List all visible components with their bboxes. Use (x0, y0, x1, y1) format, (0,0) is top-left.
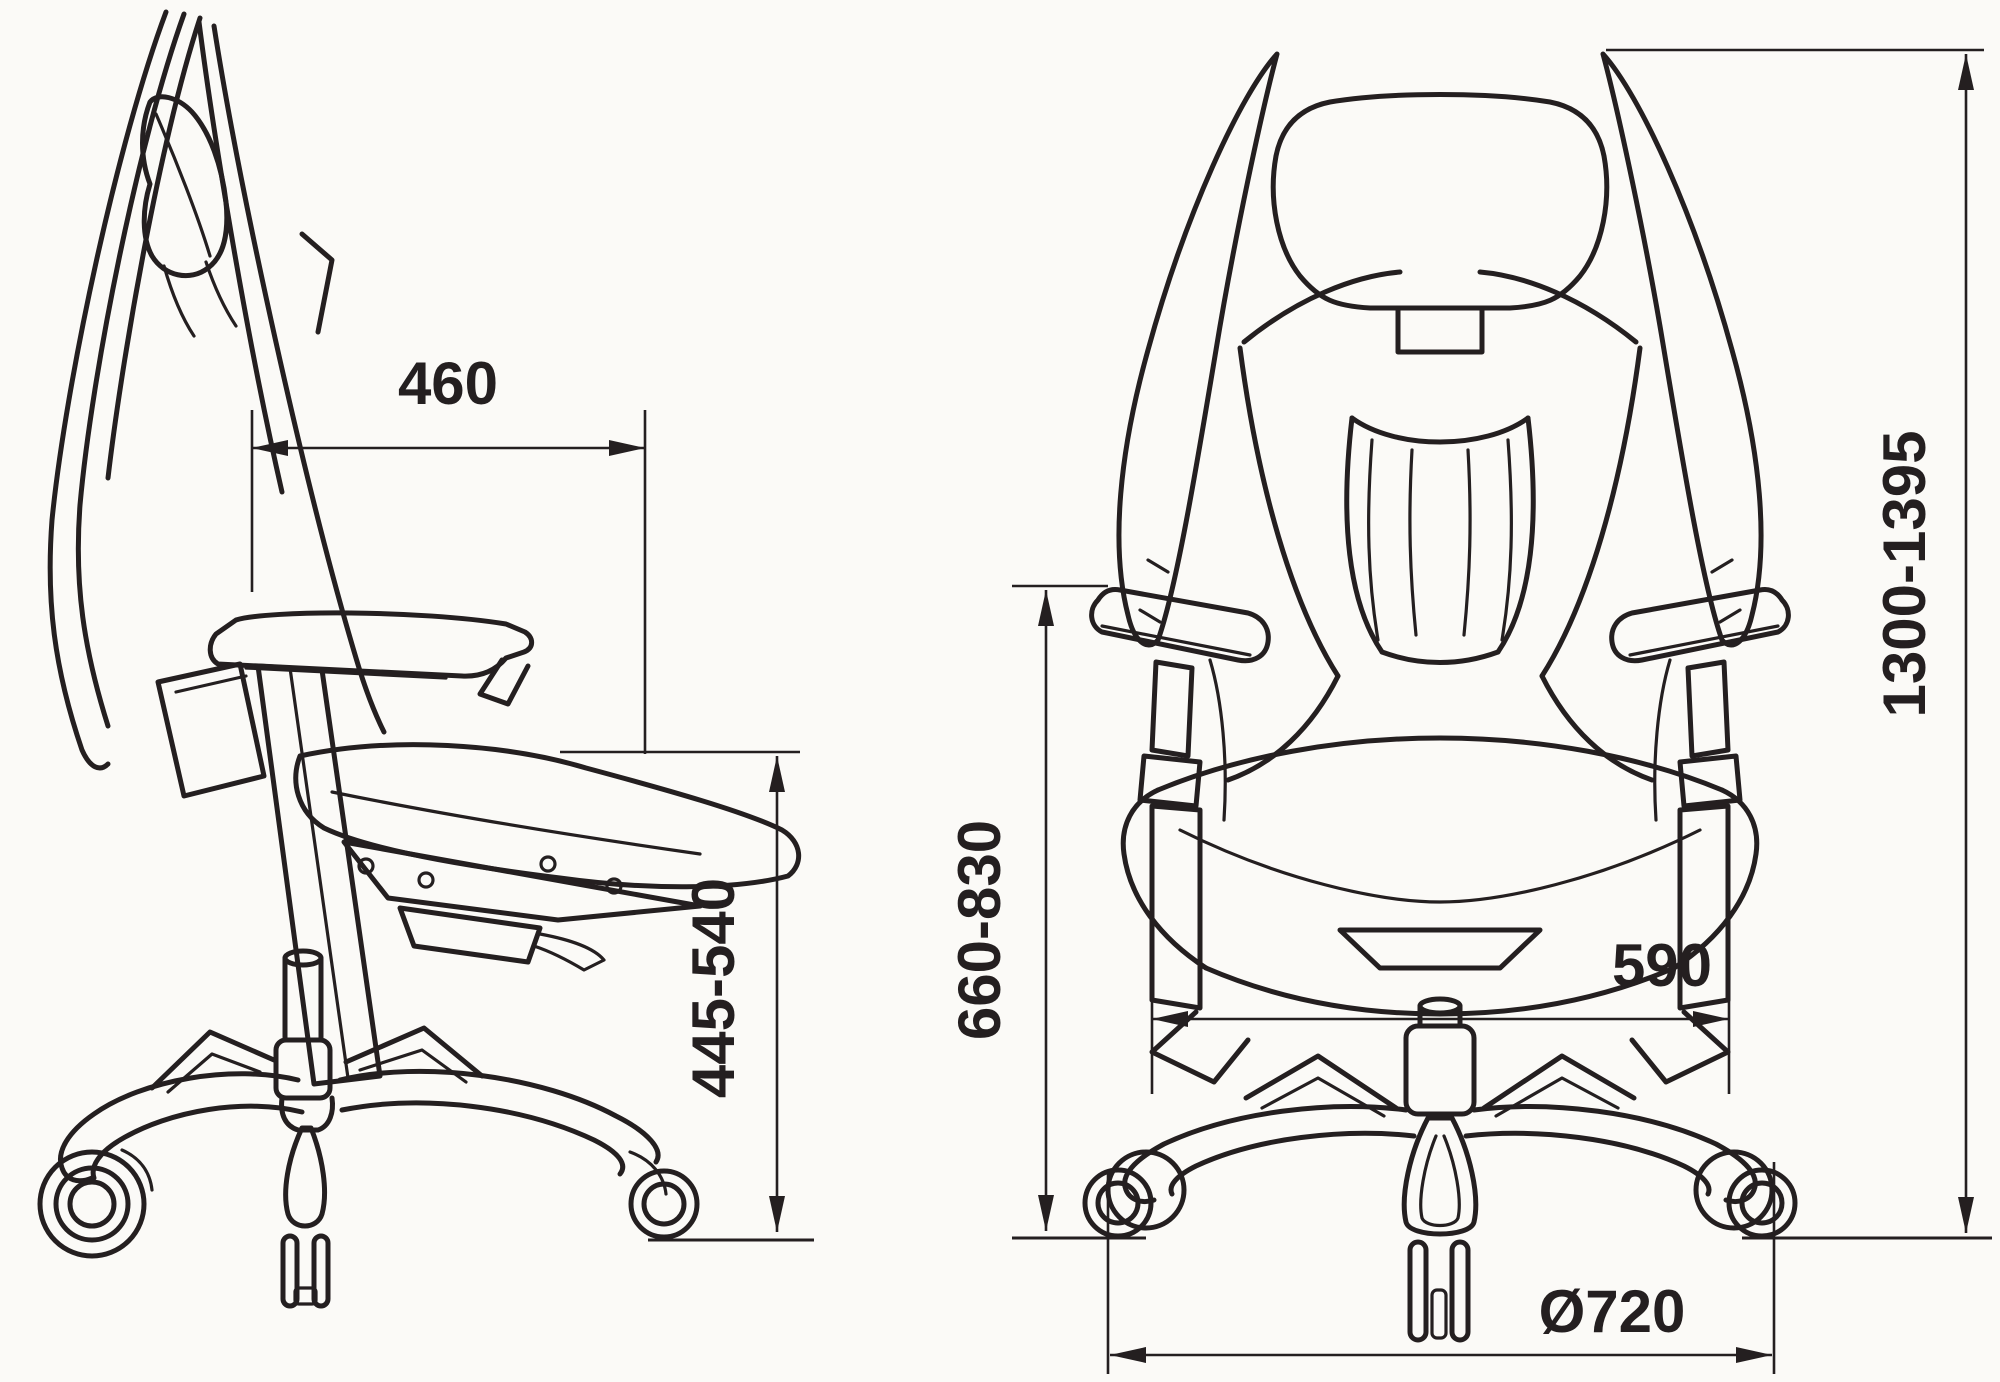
dim-seat-depth: 460 (250, 350, 647, 754)
side-base (58, 1025, 661, 1309)
side-casters (37, 1148, 700, 1259)
side-backrest (47, 9, 387, 771)
side-armrest (207, 610, 535, 1087)
side-mechanism (397, 905, 606, 972)
front-casters (1082, 1149, 1798, 1239)
dim-overall-height: 1300-1395 (1606, 48, 1984, 1233)
dim-label-base-diameter: Ø720 (1539, 1278, 1686, 1345)
front-headrest (1270, 92, 1610, 355)
dim-label-armrest-height: 660-830 (946, 820, 1013, 1040)
front-backrest (1225, 269, 1655, 783)
front-base (1122, 1053, 1758, 1343)
side-headrest (140, 94, 238, 338)
ground-lines (648, 1236, 1992, 1242)
dim-label-seat-width: 590 (1612, 932, 1712, 999)
chair-front-view (1082, 51, 1798, 1343)
front-armrest-right (1609, 587, 1791, 1011)
dim-seat-height: 445-540 (560, 750, 800, 1232)
dim-armrest-height: 660-830 (946, 584, 1108, 1231)
side-seat (293, 742, 802, 923)
dim-seat-width: 590 (1150, 932, 1731, 1094)
dim-label-seat-height: 445-540 (680, 878, 747, 1098)
dimension-annotations: 460 445-540 660-830 590 1300-1395 (250, 48, 1992, 1374)
dim-label-seat-depth: 460 (398, 350, 498, 417)
side-lumbar-hinge (155, 661, 267, 799)
dim-base-diameter: Ø720 (1106, 1162, 1776, 1374)
dim-label-overall-height: 1300-1395 (1871, 431, 1938, 718)
front-armrest-left (1089, 587, 1271, 1011)
front-seat (1120, 735, 1760, 1085)
side-gas-lift (273, 948, 333, 1101)
chair-side-view (37, 9, 802, 1309)
